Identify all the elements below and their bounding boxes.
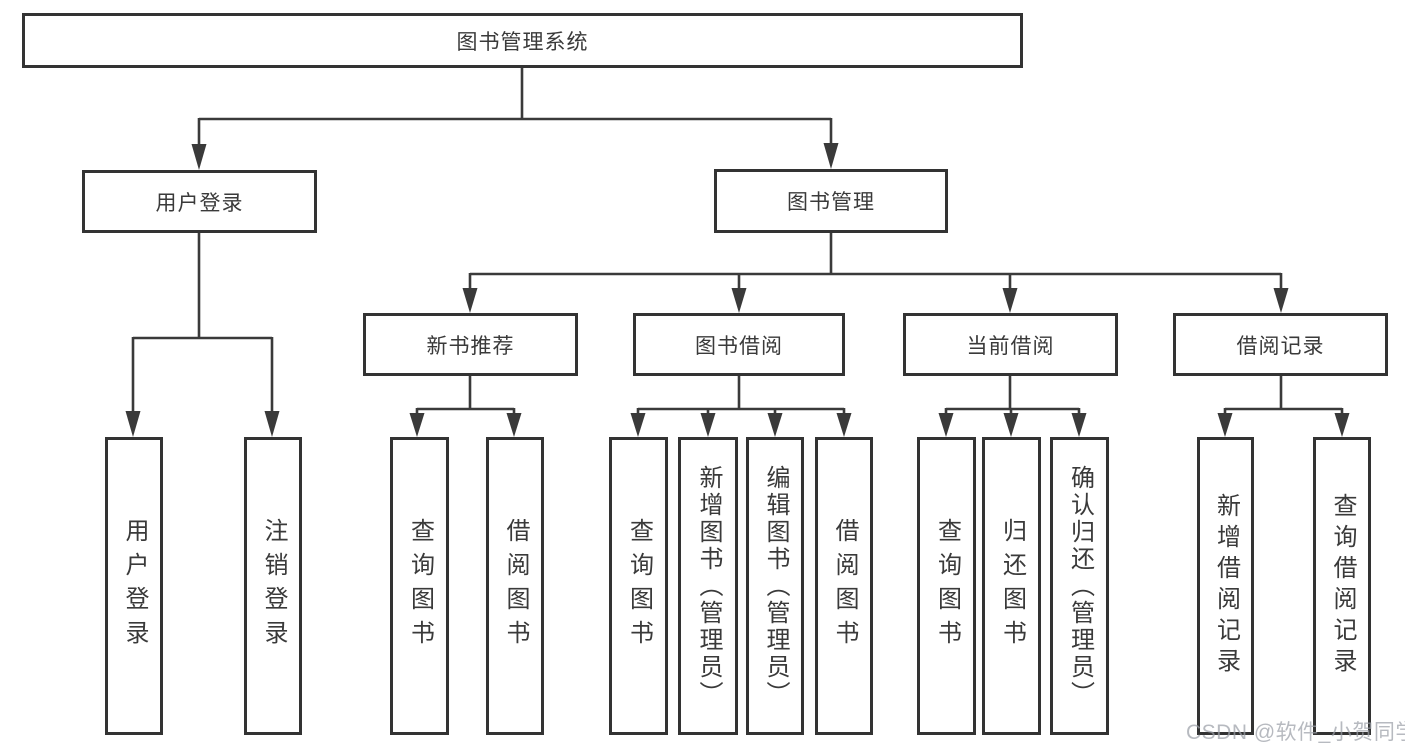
node-label: 新增借阅记录 [1212, 493, 1240, 679]
node-label: 查询图书 [933, 518, 961, 654]
node-leaf-query-borrow-record: 查询借阅记录 [1313, 437, 1371, 735]
node-label: 查询图书 [406, 518, 434, 654]
node-label: 用户登录 [155, 191, 244, 215]
node-leaf-add-borrow-record: 新增借阅记录 [1197, 437, 1254, 735]
node-new-book-recommend: 新书推荐 [363, 313, 578, 376]
node-label: 用户登录 [121, 518, 148, 654]
node-leaf-logout: 注销登录 [244, 437, 302, 735]
node-leaf-add-books-admin: 新增图书（管理员） [678, 437, 738, 735]
node-label: 查询图书 [625, 518, 653, 654]
node-current-borrow: 当前借阅 [903, 313, 1118, 376]
node-leaf-confirm-return-admin: 确认归还（管理员） [1050, 437, 1109, 735]
node-leaf-borrow-books: 借阅图书 [815, 437, 873, 735]
node-label: 确认归还（管理员） [1066, 464, 1094, 708]
node-borrow-records: 借阅记录 [1173, 313, 1388, 376]
node-book-management: 图书管理 [714, 169, 948, 233]
node-leaf-borrow-books-recommend: 借阅图书 [486, 437, 544, 735]
node-label: 归还图书 [998, 518, 1026, 654]
node-leaf-query-books-current: 查询图书 [917, 437, 976, 735]
node-leaf-edit-books-admin: 编辑图书（管理员） [746, 437, 804, 735]
node-label: 编辑图书（管理员） [762, 464, 789, 708]
node-book-borrow: 图书借阅 [633, 313, 845, 376]
csdn-watermark: CSDN @软件_小贺同学 [1186, 721, 1405, 744]
node-label: 借阅记录 [1236, 334, 1325, 358]
node-label: 图书借阅 [695, 334, 783, 358]
node-label: 图书管理 [787, 191, 875, 214]
node-label: 查询借阅记录 [1329, 493, 1356, 679]
node-leaf-query-books-borrow: 查询图书 [609, 437, 668, 735]
node-label: 借阅图书 [831, 518, 858, 654]
node-label: 借阅图书 [502, 518, 529, 654]
node-label: 注销登录 [260, 518, 287, 654]
node-label: 当前借阅 [966, 334, 1055, 358]
node-leaf-return-books: 归还图书 [982, 437, 1041, 735]
node-label: 图书管理系统 [456, 30, 589, 54]
node-label: 新增图书（管理员） [695, 464, 722, 708]
node-leaf-user-login: 用户登录 [105, 437, 163, 735]
node-library-management-system: 图书管理系统 [22, 13, 1023, 68]
node-label: 新书推荐 [426, 334, 515, 358]
node-user-login: 用户登录 [82, 170, 317, 233]
node-leaf-query-books-recommend: 查询图书 [390, 437, 449, 735]
